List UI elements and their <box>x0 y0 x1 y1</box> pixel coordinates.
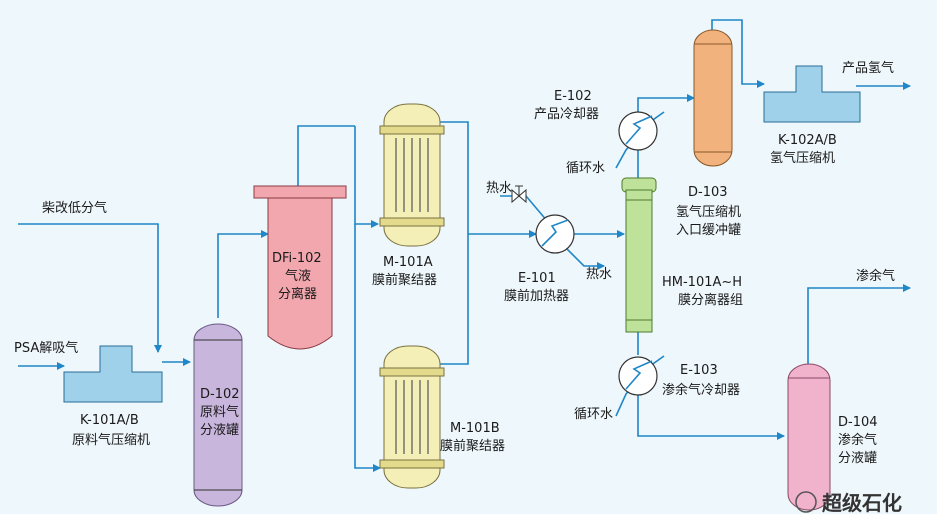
pipe-m101a-out <box>440 121 469 234</box>
cw-e103-label: 循环水 <box>574 407 613 422</box>
e101-tag: E-101 <box>518 271 556 286</box>
wechat-logo-icon <box>795 491 817 513</box>
k101-compressor[interactable] <box>63 345 163 403</box>
dfi102-tag: DFi-102 <box>272 251 322 266</box>
pipe-e103-d104 <box>637 395 785 440</box>
feed-psa-gas-label: PSA解吸气 <box>14 340 78 356</box>
pipe-dfi102-top <box>297 125 355 188</box>
pipelines <box>18 19 911 472</box>
d103-name-1: 氢气压缩机 <box>676 204 741 220</box>
labels: 柴改低分气 PSA解吸气 K-101A/B 原料气压缩机 D-102 原料气 分… <box>14 60 895 466</box>
e101-name: 膜前加热器 <box>504 288 569 304</box>
pipe-diesel-gas <box>18 223 162 353</box>
d102-vessel[interactable] <box>193 323 243 507</box>
d103-buffer-tank[interactable] <box>693 29 733 167</box>
pipe-m101b-out <box>440 234 469 365</box>
m101a-coalescer[interactable] <box>379 103 445 247</box>
d103-name-2: 入口缓冲罐 <box>676 223 741 238</box>
k102-compressor[interactable] <box>763 65 861 123</box>
m101a-name: 膜前聚结器 <box>372 272 437 288</box>
e101-heater[interactable] <box>535 214 575 254</box>
d103-tag: D-103 <box>688 185 728 200</box>
e102-tag: E-102 <box>554 89 592 104</box>
pipe-to-m101b <box>354 224 381 472</box>
dfi102-name-1: 气液 <box>285 268 311 284</box>
pipe-e102-d103 <box>637 94 695 112</box>
k101-name: 原料气压缩机 <box>72 432 150 448</box>
m101b-coalescer[interactable] <box>379 345 445 489</box>
watermark-text: 超级石化 <box>821 491 902 514</box>
d102-name-1: 原料气 <box>200 404 239 420</box>
dfi102-name-2: 分离器 <box>278 286 317 302</box>
e103-name: 渗余气冷却器 <box>662 382 740 398</box>
hot-water-out-label: 热水 <box>586 267 612 282</box>
d102-tag: D-102 <box>200 387 240 402</box>
e103-cooler[interactable] <box>618 356 658 396</box>
hot-water-valve-icon[interactable] <box>511 185 527 204</box>
pipe-hot-water-out <box>565 247 605 270</box>
m101b-tag: M-101B <box>450 421 500 436</box>
m101b-name: 膜前聚结器 <box>440 438 505 454</box>
hm101-name: 膜分离器组 <box>678 292 743 308</box>
k102-name: 氢气压缩机 <box>770 150 835 166</box>
cw-e102-label: 循环水 <box>566 161 605 176</box>
d104-name-1: 渗余气 <box>838 432 877 448</box>
d104-vessel[interactable] <box>787 363 831 511</box>
e103-tag: E-103 <box>680 363 718 378</box>
dfi102-separator[interactable] <box>253 185 347 350</box>
d104-name-2: 分液罐 <box>838 451 877 466</box>
e102-cooler[interactable] <box>618 111 658 151</box>
k101-tag: K-101A/B <box>80 413 139 428</box>
hm101-tag: HM-101A~H <box>662 275 742 290</box>
e102-name: 产品冷却器 <box>534 107 599 122</box>
k102-tag: K-102A/B <box>778 133 837 148</box>
d102-name-2: 分液罐 <box>200 423 239 438</box>
m101a-tag: M-101A <box>383 255 433 270</box>
pipe-d103-k102 <box>711 19 765 88</box>
pipe-retentate-gas <box>807 284 911 366</box>
d104-tag: D-104 <box>838 415 878 430</box>
hm101-membrane-group[interactable] <box>621 177 657 333</box>
product-h2-label: 产品氢气 <box>842 60 894 76</box>
retentate-gas-label: 渗余气 <box>856 268 895 284</box>
pipe-to-m101a <box>354 126 379 228</box>
hot-water-in-label: 热水 <box>486 181 512 196</box>
pipe-d102-dfi102 <box>217 230 269 318</box>
watermark: 超级石化 <box>795 491 902 514</box>
feed-diesel-gas-label: 柴改低分气 <box>42 200 107 216</box>
